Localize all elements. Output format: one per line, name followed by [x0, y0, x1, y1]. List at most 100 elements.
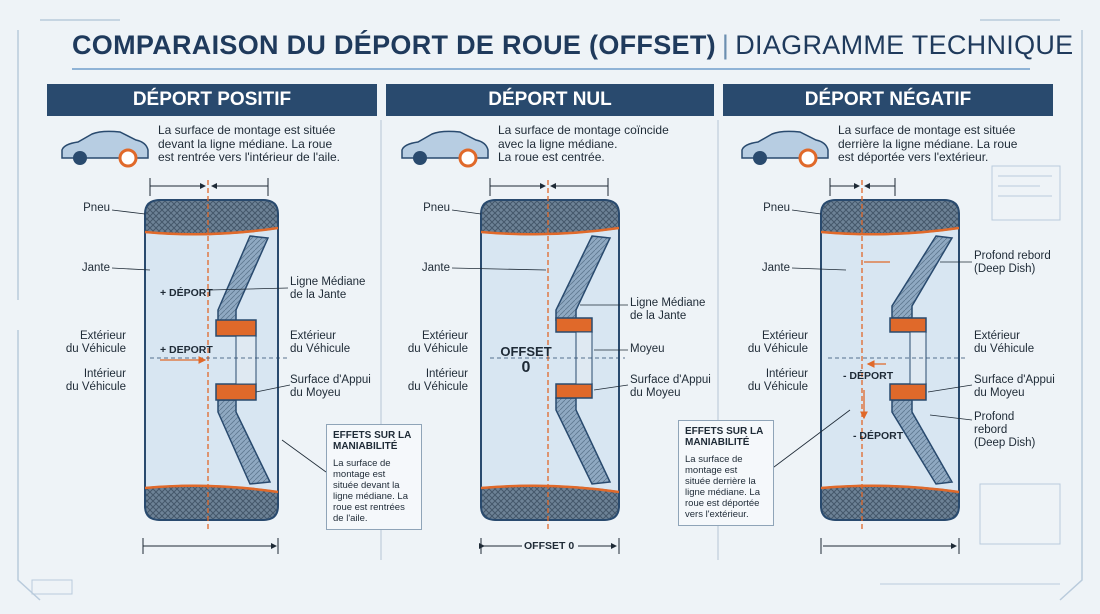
label-line: Intérieur — [83, 368, 126, 380]
label-line: du Véhicule — [407, 381, 468, 393]
desc-line: La surface de montage coïncide — [498, 123, 669, 137]
desc-line: La surface de montage est située — [838, 123, 1016, 137]
frame-lines — [17, 19, 1083, 601]
label-line: (Deep Dish) — [974, 437, 1036, 449]
heading-positive: DÉPORT POSITIF — [47, 84, 377, 116]
desc-line: devant la ligne médiane. La roue — [158, 136, 333, 151]
desc-line: La surface de montage est située — [158, 123, 336, 137]
note-title-line: MANIABILITÉ — [685, 437, 750, 448]
label-moyeu: Moyeu — [630, 343, 665, 355]
car-icon-positive — [61, 130, 149, 168]
label-jante: Jante — [81, 262, 110, 274]
wheel-negative — [769, 178, 973, 554]
label-line: du Véhicule — [747, 381, 808, 393]
desc-line: est déportée vers l'extérieur. — [838, 150, 989, 164]
label-line: du Véhicule — [290, 343, 351, 355]
note-line: La surface de — [333, 458, 391, 469]
label-line: du Moyeu — [974, 387, 1025, 399]
label-pneu: Pneu — [763, 202, 790, 214]
car-icon-negative — [741, 130, 829, 168]
label-line: Extérieur — [290, 330, 337, 342]
offset-value: 0 — [521, 359, 531, 376]
label-line: du Véhicule — [747, 343, 808, 355]
title-separator: | — [721, 30, 730, 60]
description-zero: La surface de montage coïncide avec la l… — [498, 123, 669, 165]
label-line: (Deep Dish) — [974, 263, 1036, 275]
note-line: montage est — [685, 465, 738, 476]
desc-line: est rentrée vers l'intérieur de l'aile. — [158, 150, 340, 164]
note-line: de l'aile. — [333, 513, 368, 524]
tag-plus-deport-2: + DEPORT — [160, 344, 213, 356]
label-line: Surface d'Appui — [630, 374, 711, 386]
desc-line: La roue est centrée. — [498, 150, 605, 164]
label-line: du Véhicule — [65, 343, 126, 355]
label-line: rebord — [974, 424, 1008, 436]
label-jante: Jante — [761, 262, 790, 274]
description-positive: La surface de montage est située devant … — [158, 123, 340, 165]
label-line: Surface d'Appui — [974, 374, 1055, 386]
tag-minus-deport-2: - DÉPORT — [853, 430, 904, 442]
label-line: du Moyeu — [630, 387, 681, 399]
label-line: Ligne Médiane — [630, 297, 706, 309]
note-line: située devant la — [333, 480, 400, 491]
note-title-line: EFFETS SUR LA — [685, 426, 764, 437]
description-negative: La surface de montage est située derrièr… — [838, 123, 1018, 165]
tag-minus-deport-1: - DÉPORT — [843, 370, 894, 382]
label-line: Intérieur — [425, 368, 468, 380]
note-line: ligne médiane. La — [333, 491, 408, 502]
heading-negative: DÉPORT NÉGATIF — [723, 84, 1053, 116]
heading-zero: DÉPORT NUL — [386, 84, 714, 116]
label-line: Surface d'Appui — [290, 374, 371, 386]
note-line: située derrière la — [685, 476, 756, 487]
page-title: COMPARAISON DU DÉPORT DE ROUE (OFFSET)|D… — [72, 30, 1073, 61]
label-line: Profond — [974, 411, 1015, 423]
label-line: du Véhicule — [65, 381, 126, 393]
label-line: du Véhicule — [407, 343, 468, 355]
title-underline — [72, 68, 1030, 70]
label-jante: Jante — [421, 262, 450, 274]
label-pneu: Pneu — [423, 202, 450, 214]
note-line: roue est rentrées — [333, 502, 405, 513]
note-line: La surface de — [685, 454, 743, 465]
label-pneu: Pneu — [83, 202, 110, 214]
tag-plus-deport-1: + DÉPORT — [160, 287, 213, 299]
label-line: Extérieur — [421, 330, 468, 342]
car-icon-zero — [401, 130, 489, 168]
tag-offset-bottom: OFFSET 0 — [524, 540, 575, 552]
label-line: Profond rebord — [974, 250, 1051, 262]
note-line: ligne médiane. La — [685, 487, 760, 498]
desc-line: derrière la ligne médiane. La roue — [838, 136, 1018, 151]
offset-label: OFFSET — [500, 344, 552, 359]
label-line: Extérieur — [79, 330, 126, 342]
note-line: montage est — [333, 469, 386, 480]
label-line: de la Jante — [630, 310, 687, 322]
label-line: du Moyeu — [290, 387, 341, 399]
decor-widgets — [31, 165, 1061, 595]
label-line: Extérieur — [761, 330, 808, 342]
title-sub: DIAGRAMME TECHNIQUE — [735, 30, 1074, 60]
label-line: du Véhicule — [974, 343, 1035, 355]
note-line: vers l'extérieur. — [685, 509, 749, 520]
note-title-line: MANIABILITÉ — [333, 441, 398, 452]
